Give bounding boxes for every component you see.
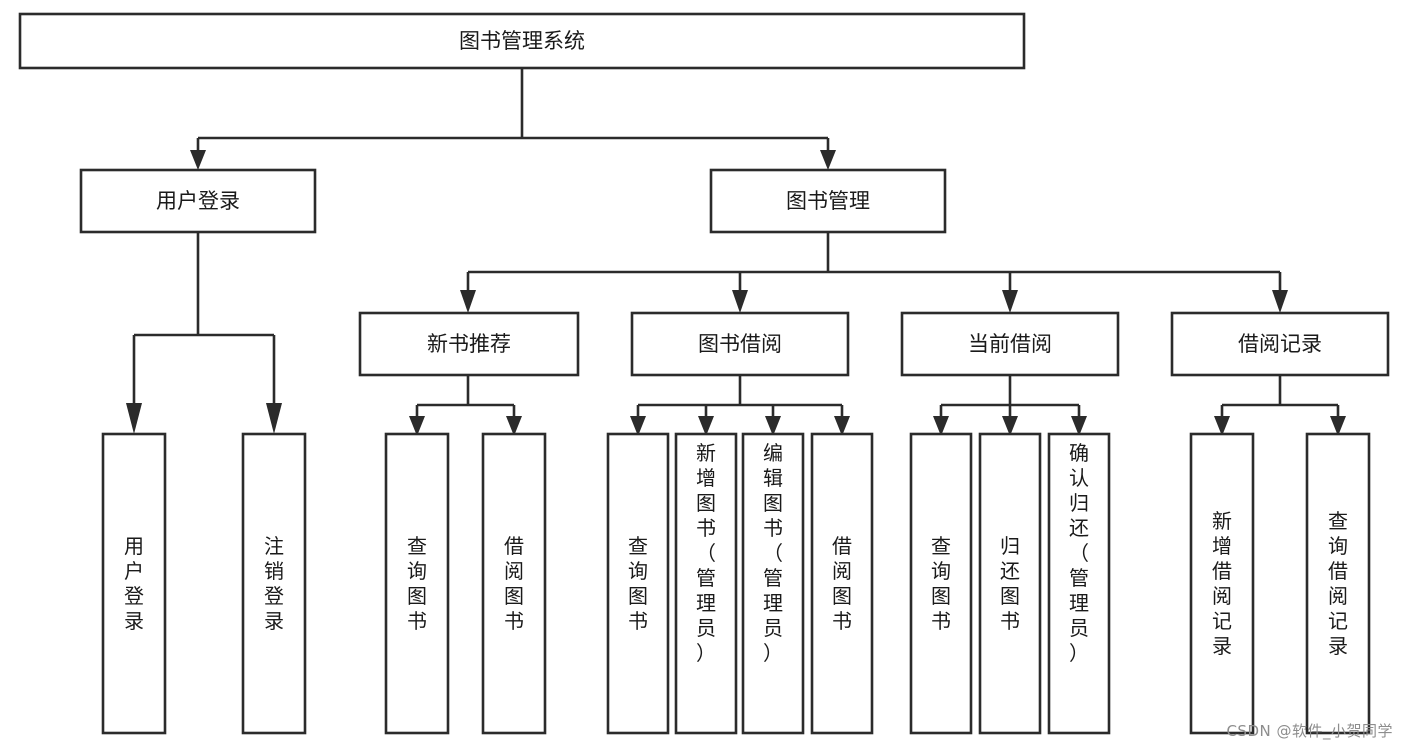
- node-book-borrow-label: 图书借阅: [698, 332, 782, 356]
- leaf-user-logout[interactable]: [241, 432, 307, 735]
- arrow-head-leaf-borrow-book-1: [506, 416, 522, 436]
- node-root-box[interactable]: [18, 12, 1026, 70]
- arrow-head-leaf-user-login: [126, 403, 142, 434]
- connector-borrow-record-to-leaves: [1214, 375, 1346, 436]
- leaf-add-book[interactable]: [674, 432, 738, 735]
- connector-book-borrow-to-leaves: [630, 375, 850, 436]
- arrow-head-borrow-record: [1272, 290, 1288, 313]
- node-current-borrow[interactable]: 当前借阅: [900, 311, 1120, 377]
- node-book-manage-box[interactable]: [709, 168, 947, 234]
- leaf-query-book-3-label: 查询图书: [931, 534, 951, 633]
- node-root[interactable]: 图书管理系统: [18, 12, 1026, 70]
- leaf-user-logout-label: 注销登录: [264, 534, 284, 633]
- leaf-query-book-2-label: 查询图书: [628, 534, 648, 633]
- leaf-user-logout-box[interactable]: [241, 432, 307, 735]
- leaf-query-record[interactable]: [1305, 432, 1371, 735]
- connector-root-to-level2: [190, 68, 836, 170]
- leaf-borrow-book-2-box[interactable]: [810, 432, 874, 735]
- leaf-query-book-3-box[interactable]: [909, 432, 973, 735]
- arrow-head-leaf-borrow-book-2: [834, 416, 850, 436]
- leaf-query-record-box[interactable]: [1305, 432, 1371, 735]
- node-user-login-label: 用户登录: [156, 189, 240, 213]
- leaf-confirm-return-label: 确认归还（管理员）: [1069, 441, 1089, 665]
- arrow-head-new-book-recommend: [460, 290, 476, 313]
- connector-book-manage-to-level3: [460, 232, 1288, 313]
- leaf-add-record-label: 新增借阅记录: [1212, 509, 1232, 658]
- node-new-book-recommend-label: 新书推荐: [427, 332, 511, 356]
- leaf-borrow-book-1[interactable]: [481, 432, 547, 735]
- leaf-edit-book-box[interactable]: [741, 432, 805, 735]
- arrow-head-leaf-return-book: [1002, 416, 1018, 436]
- node-book-manage-label: 图书管理: [786, 189, 870, 213]
- leaf-borrow-book-1-box[interactable]: [481, 432, 547, 735]
- arrow-head-current-borrow: [1002, 290, 1018, 313]
- leaf-query-record-label: 查询借阅记录: [1328, 509, 1348, 658]
- arrow-head-leaf-query-book-3: [933, 416, 949, 436]
- node-user-login-box[interactable]: [79, 168, 317, 234]
- leaf-add-book-label: 新增图书（管理员）: [696, 441, 716, 665]
- arrow-head-leaf-query-book-1: [409, 416, 425, 436]
- leaf-add-record-box[interactable]: [1189, 432, 1255, 735]
- node-current-borrow-box[interactable]: [900, 311, 1120, 377]
- leaf-query-book-2[interactable]: [606, 432, 670, 735]
- arrow-head-leaf-add-record: [1214, 416, 1230, 436]
- arrow-head-leaf-user-logout: [266, 403, 282, 434]
- leaf-borrow-book-1-label: 借阅图书: [504, 534, 524, 633]
- leaf-query-book-1[interactable]: [384, 432, 450, 735]
- node-book-borrow[interactable]: 图书借阅: [630, 311, 850, 377]
- leaf-query-book-3[interactable]: [909, 432, 973, 735]
- leaf-borrow-book-2[interactable]: [810, 432, 874, 735]
- leaf-user-login-label: 用户登录: [124, 534, 144, 633]
- connector-new-book-recommend-to-leaves: [409, 375, 522, 436]
- leaf-confirm-return[interactable]: [1047, 432, 1111, 735]
- leaf-add-book-box[interactable]: [674, 432, 738, 735]
- leaf-borrow-book-2-label: 借阅图书: [832, 534, 852, 633]
- connector-user-login-to-leaves: [126, 232, 282, 434]
- node-user-login[interactable]: 用户登录: [79, 168, 317, 234]
- arrow-head-leaf-edit-book: [765, 416, 781, 436]
- arrow-head-book-manage: [820, 150, 836, 170]
- node-new-book-recommend-box[interactable]: [358, 311, 580, 377]
- arrow-head-leaf-query-record: [1330, 416, 1346, 436]
- node-book-borrow-box[interactable]: [630, 311, 850, 377]
- leaf-return-book-label: 归还图书: [1000, 534, 1020, 633]
- connector-current-borrow-to-leaves: [933, 375, 1087, 436]
- csdn-watermark: CSDN @软件_小贺同学: [1226, 722, 1393, 740]
- leaf-query-book-1-box[interactable]: [384, 432, 450, 735]
- arrow-head-leaf-query-book-2: [630, 416, 646, 436]
- leaf-query-book-2-box[interactable]: [606, 432, 670, 735]
- arrow-head-user-login: [190, 150, 206, 170]
- node-book-manage[interactable]: 图书管理: [709, 168, 947, 234]
- arrow-head-leaf-add-book: [698, 416, 714, 436]
- arrow-head-book-borrow: [732, 290, 748, 313]
- leaf-edit-book[interactable]: [741, 432, 805, 735]
- arrow-head-leaf-confirm-return: [1071, 416, 1087, 436]
- leaf-add-record[interactable]: [1189, 432, 1255, 735]
- node-borrow-record-label: 借阅记录: [1238, 332, 1322, 356]
- node-new-book-recommend[interactable]: 新书推荐: [358, 311, 580, 377]
- leaf-return-book-box[interactable]: [978, 432, 1042, 735]
- node-borrow-record[interactable]: 借阅记录: [1170, 311, 1390, 377]
- node-root-label: 图书管理系统: [459, 29, 585, 53]
- leaf-user-login-box[interactable]: [101, 432, 167, 735]
- leaf-return-book[interactable]: [978, 432, 1042, 735]
- node-current-borrow-label: 当前借阅: [968, 332, 1052, 356]
- leaf-user-login[interactable]: [101, 432, 167, 735]
- leaf-confirm-return-box[interactable]: [1047, 432, 1111, 735]
- leaf-query-book-1-label: 查询图书: [407, 534, 427, 633]
- leaf-labels-group: 用户登录 注销登录 查询图书 借阅图书 查询图书 新增图书（管理员） 编辑图书（管理员） 借阅…: [124, 441, 1348, 665]
- node-borrow-record-box[interactable]: [1170, 311, 1390, 377]
- leaf-edit-book-label: 编辑图书（管理员）: [763, 441, 783, 665]
